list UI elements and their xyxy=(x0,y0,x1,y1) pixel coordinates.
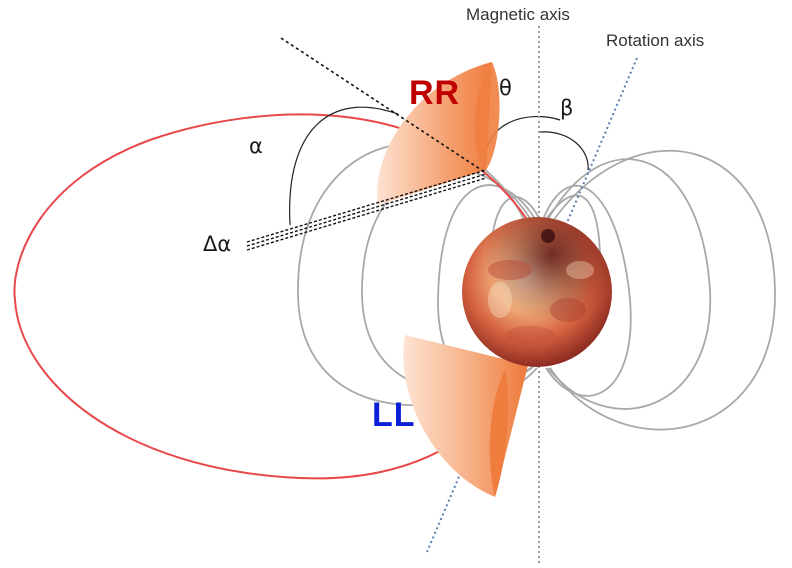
alpha-label: α xyxy=(249,134,263,158)
field-line-mid-right xyxy=(544,158,711,410)
field-line-outer-right xyxy=(547,149,776,431)
ll-cone xyxy=(403,335,528,497)
theta-label: θ xyxy=(499,76,512,100)
rr-cone xyxy=(377,62,500,205)
emission-loop xyxy=(13,113,531,480)
field-line-small-right xyxy=(543,194,601,261)
beta-arc xyxy=(539,131,589,171)
ll-label: LL xyxy=(372,396,416,434)
beta-label: β xyxy=(560,96,574,120)
sight-line-delta-1 xyxy=(246,169,487,243)
sight-lines xyxy=(246,37,487,251)
sight-line-upper xyxy=(280,37,487,174)
alpha-arc xyxy=(289,106,399,226)
star xyxy=(462,217,612,367)
rotation-axis-label: Rotation axis xyxy=(606,31,705,50)
sight-line-delta-3 xyxy=(246,177,487,251)
sight-line-delta-2 xyxy=(246,173,487,247)
rr-label: RR xyxy=(409,74,461,112)
delta-alpha-label: Δα xyxy=(203,232,232,256)
magnetic-axis-label: Magnetic axis xyxy=(466,5,570,24)
